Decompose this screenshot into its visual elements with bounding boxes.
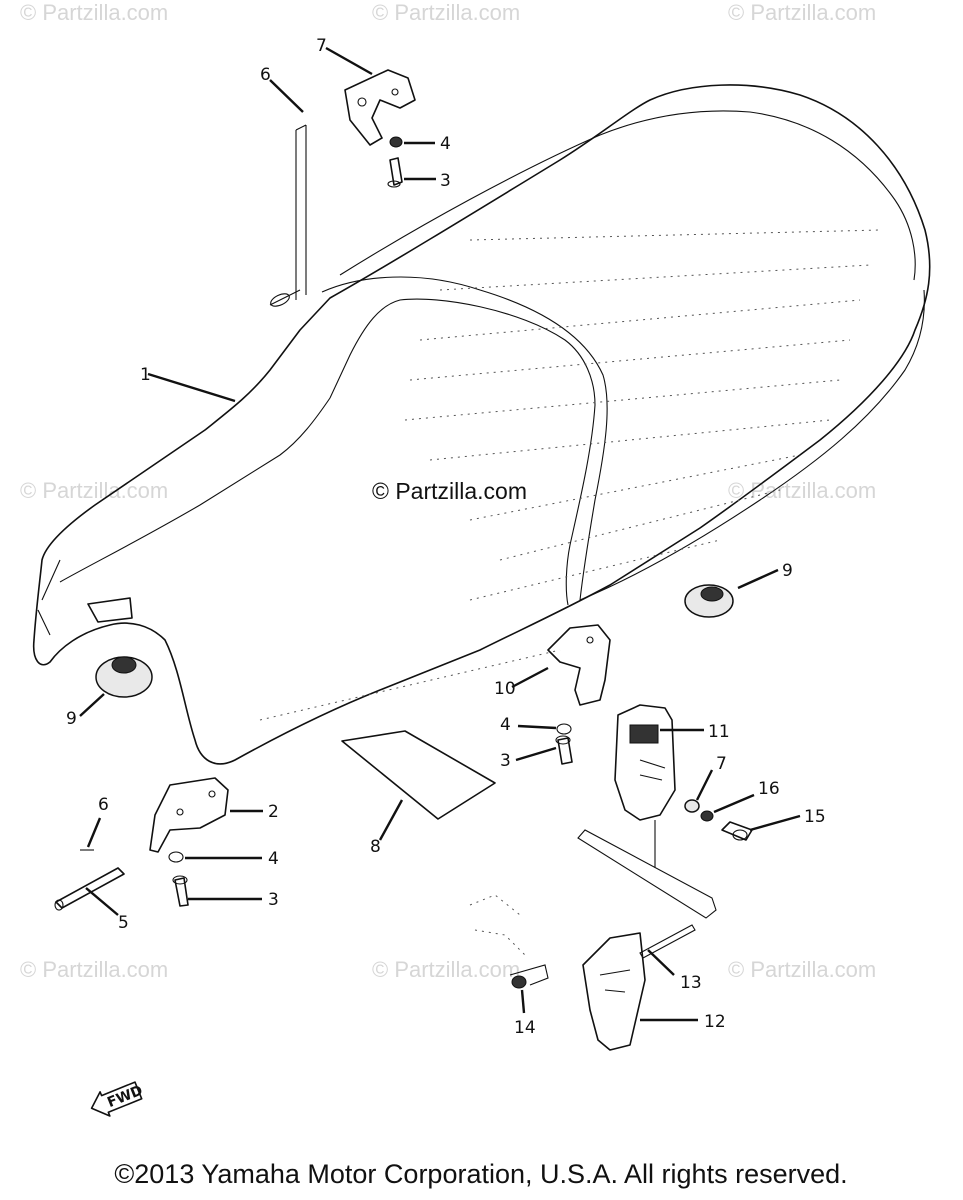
callout-number: 11 [708, 722, 730, 742]
washer-4-low [168, 851, 184, 863]
leader-line [511, 666, 549, 689]
damper-9-right [684, 584, 734, 618]
leader-line [147, 372, 236, 403]
callout-number: 10 [494, 679, 516, 699]
caution-label-8 [341, 730, 496, 820]
callout-number: 6 [260, 65, 271, 85]
callout-number: 14 [514, 1018, 536, 1038]
callout-number: 6 [98, 795, 109, 815]
leader-line [737, 568, 779, 590]
rod-part-6-top [269, 124, 307, 307]
callout-number: 4 [440, 134, 451, 154]
leader-line [647, 949, 675, 976]
leader-line [85, 887, 119, 916]
leader-line [517, 724, 557, 730]
leader-line [713, 793, 755, 814]
watermark: © Partzilla.com [728, 478, 876, 503]
copyright-notice: ©2013 Yamaha Motor Corporation, U.S.A. A… [114, 1159, 847, 1189]
seat-lock-11 [614, 704, 676, 821]
bolt-3-mid [555, 735, 573, 765]
callout-number: 12 [704, 1012, 726, 1032]
hinge-bracket-2 [149, 777, 229, 853]
washer-7-right [684, 799, 700, 813]
callout-number: 2 [268, 802, 279, 822]
callout-number: 4 [268, 849, 279, 869]
leader-line [325, 46, 373, 76]
pin-6-low [80, 817, 102, 851]
watermark: © Partzilla.com [20, 0, 168, 25]
leader-line [749, 814, 801, 832]
callout-number: 3 [268, 890, 279, 910]
callout-number: 9 [782, 561, 793, 581]
callout-number: 3 [440, 171, 451, 191]
callout-number: 13 [680, 973, 702, 993]
washer-4-mid [556, 723, 572, 735]
seat-hook-12 [582, 932, 646, 1051]
callout-number: 4 [500, 715, 511, 735]
bolt-3-low [172, 875, 189, 907]
callout-number: 15 [804, 807, 826, 827]
hinge-bracket-top [344, 69, 416, 146]
callout-number: 1 [140, 365, 151, 385]
clip-14 [469, 894, 549, 989]
lock-cable [577, 820, 717, 919]
leader-line [515, 746, 557, 762]
shaft-5 [54, 867, 125, 911]
watermark-main: © Partzilla.com [372, 478, 527, 504]
leader-line [79, 693, 105, 717]
watermark: © Partzilla.com [728, 957, 876, 982]
callout-number: 5 [118, 913, 129, 933]
watermark: © Partzilla.com [20, 957, 168, 982]
leader-line [269, 79, 304, 113]
pin-13 [639, 924, 696, 959]
watermark: © Partzilla.com [20, 478, 168, 503]
bracket-10 [547, 624, 611, 706]
watermark: © Partzilla.com [728, 0, 876, 25]
callout-number: 7 [316, 36, 327, 56]
callout-number: 3 [500, 751, 511, 771]
watermark: © Partzilla.com [372, 957, 520, 982]
callout-number: 9 [66, 709, 77, 729]
leader-line [378, 799, 404, 841]
fwd-arrow-icon: FWD [90, 1081, 145, 1117]
bolt-15 [721, 821, 753, 841]
watermark: © Partzilla.com [372, 0, 520, 25]
washer-16 [700, 810, 714, 822]
leader-line [695, 769, 714, 801]
seat-assembly [32, 84, 931, 765]
leader-line [520, 989, 526, 1014]
damper-9-left [95, 656, 153, 698]
bolt-3-top [387, 157, 403, 188]
callout-number: 16 [758, 779, 780, 799]
callout-number: 8 [370, 837, 381, 857]
callout-number: 7 [716, 754, 727, 774]
washer-4-top [389, 136, 403, 148]
